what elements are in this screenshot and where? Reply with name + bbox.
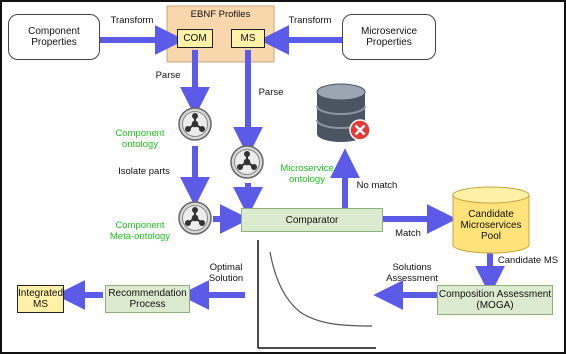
component-meta-ontology-label: Component Meta-ontology — [109, 220, 171, 242]
parse-left-label: Parse — [155, 70, 181, 81]
ontology-icon — [230, 145, 264, 179]
optimal-solution-label: Optimal Solution — [208, 262, 244, 284]
ontology-icon — [178, 201, 212, 235]
transform-left-label: Transform — [110, 15, 154, 26]
ms-box: MS — [231, 29, 265, 48]
candidate-pool-cylinder — [452, 186, 530, 254]
parse-right-label: Parse — [258, 87, 284, 98]
candidate-ms-label: Candidate MS — [497, 255, 559, 266]
no-match-label: No match — [356, 180, 398, 191]
component-properties-box: Component Properties — [8, 14, 100, 60]
candidate-pool-label: Candidate Microservices Pool — [460, 209, 522, 242]
microservice-properties-box: Microservice Properties — [342, 14, 436, 60]
solutions-assessment-label: Solutions Assessment — [386, 262, 438, 284]
ontology-icon — [178, 107, 212, 141]
integrated-ms-box: Integrated MS — [17, 285, 64, 313]
component-ontology-label: Component ontology — [115, 128, 165, 150]
pareto-plot — [257, 240, 376, 349]
ebnf-profiles-title: EBNF Profiles — [190, 9, 251, 20]
microservice-ontology-label: Microservice ontology — [280, 163, 334, 185]
recommendation-process-box: Recommendation Process — [105, 285, 190, 313]
isolate-parts-label: Isolate parts — [118, 166, 170, 177]
database-error-icon — [316, 83, 371, 142]
transform-right-label: Transform — [288, 15, 332, 26]
comparator-box: Comparator — [241, 208, 383, 232]
composition-assessment-box: Composition Assessment (MOGA) — [437, 285, 553, 315]
com-box: COM — [177, 29, 213, 48]
match-label: Match — [395, 228, 421, 239]
